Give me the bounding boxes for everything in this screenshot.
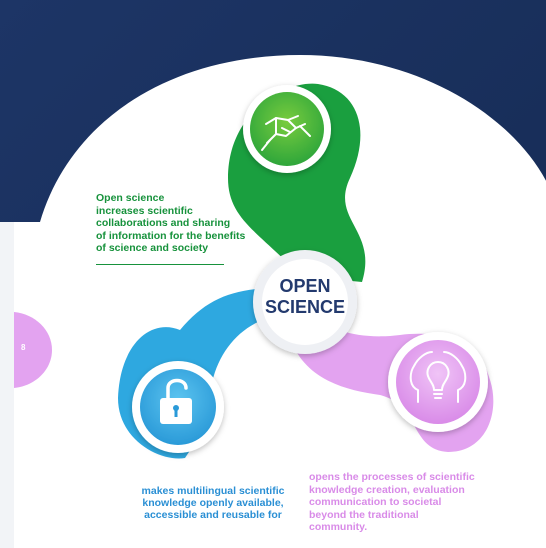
collaboration-text: Open science increases scientific collab… — [96, 192, 276, 255]
collaboration-line: Open science — [96, 192, 165, 204]
collaboration-line: of information for the benefits — [96, 229, 246, 242]
center-hub — [253, 250, 357, 354]
center-label-line2: SCIENCE — [264, 297, 345, 317]
engagement-line: opens the processes of scientific — [309, 471, 475, 483]
head-lightbulb-icon — [409, 351, 467, 403]
collaboration-line: increases scientific — [96, 204, 193, 217]
handshake-icon — [261, 115, 311, 151]
engagement-line: community. — [309, 521, 368, 533]
availability-line: knowledge openly available, — [142, 497, 284, 509]
page-number: 8 — [21, 343, 26, 352]
page-shade — [0, 222, 14, 548]
engagement-line: beyond the traditional — [309, 508, 419, 521]
center-label: OPEN SCIENCE — [258, 276, 352, 318]
collaboration-line: of science and society — [96, 242, 209, 254]
availability-line: accessible and reusable for — [144, 509, 282, 521]
handshake-icon-circle — [243, 85, 331, 173]
center-label-line1: OPEN — [279, 276, 331, 296]
head-lightbulb-icon-circle — [388, 332, 488, 432]
open-lock-icon — [160, 378, 192, 424]
availability-text: makes multilingual scientific knowledge … — [128, 485, 298, 521]
availability-line: makes multilingual scientific — [141, 485, 285, 497]
engagement-line: knowledge creation, evaluation — [309, 483, 465, 496]
engagement-text: opens the processes of scientific knowle… — [309, 471, 489, 534]
pink-side-circle — [14, 312, 52, 388]
collaboration-divider — [96, 264, 224, 265]
engagement-line: communication to societal — [309, 496, 442, 508]
collaboration-line: collaborations and sharing — [96, 217, 231, 229]
